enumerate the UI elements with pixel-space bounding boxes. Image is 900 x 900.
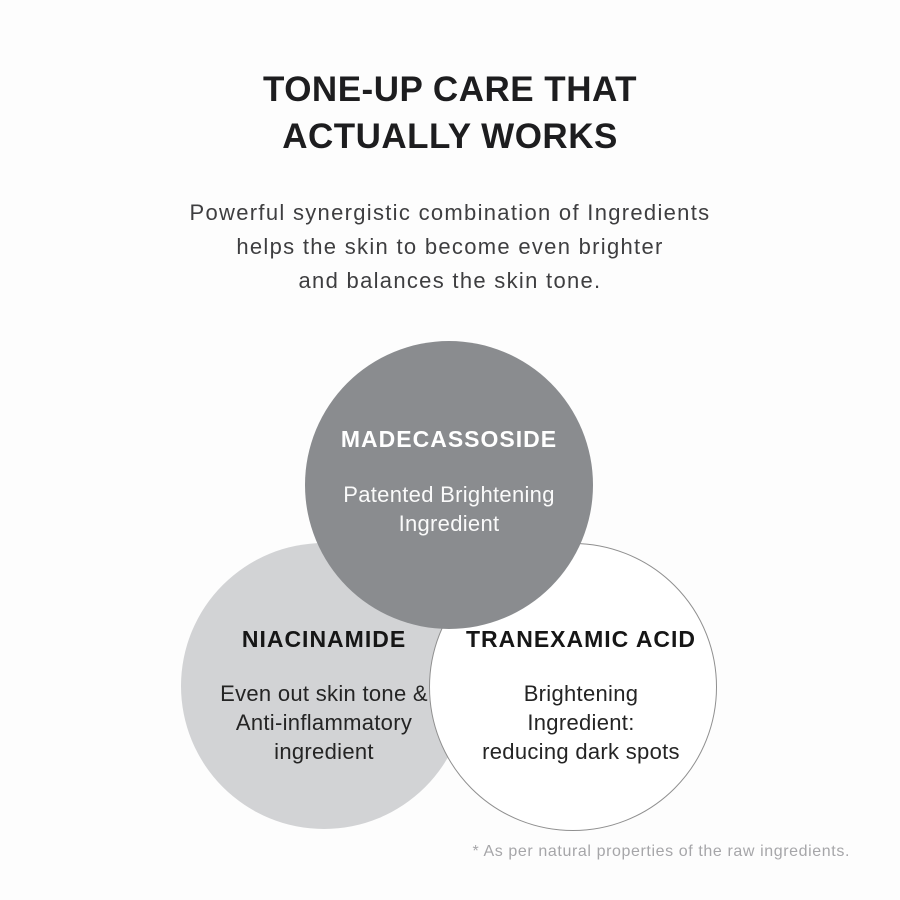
ingredient-name-tranexamic-acid: TRANEXAMIC ACID [465, 626, 697, 652]
ingredient-description-madecassoside: Patented Brightening Ingredient [343, 482, 555, 536]
page-title: TONE-UP CARE THAT ACTUALLY WORKS [0, 66, 900, 160]
page-title-line-1: TONE-UP CARE THAT [262, 70, 638, 109]
circle-tranexamic-acid: TRANEXAMIC ACID Brightening Ingredient: … [429, 543, 717, 831]
ingredient-name-niacinamide: NIACINAMIDE [241, 626, 407, 652]
circle-madecassoside: MADECASSOSIDE Patented Brightening Ingre… [305, 341, 593, 629]
ingredient-name-madecassoside: MADECASSOSIDE [340, 426, 558, 452]
ingredient-description-niacinamide: Even out skin tone & Anti-inflammatory i… [220, 681, 428, 764]
page-title-line-2: ACTUALLY WORKS [282, 117, 618, 156]
ingredient-description-tranexamic-acid: Brightening Ingredient: reducing dark sp… [482, 681, 680, 764]
footnote-text: * As per natural properties of the raw i… [472, 843, 850, 860]
subtitle-text: Powerful synergistic combination of Ingr… [189, 200, 711, 293]
